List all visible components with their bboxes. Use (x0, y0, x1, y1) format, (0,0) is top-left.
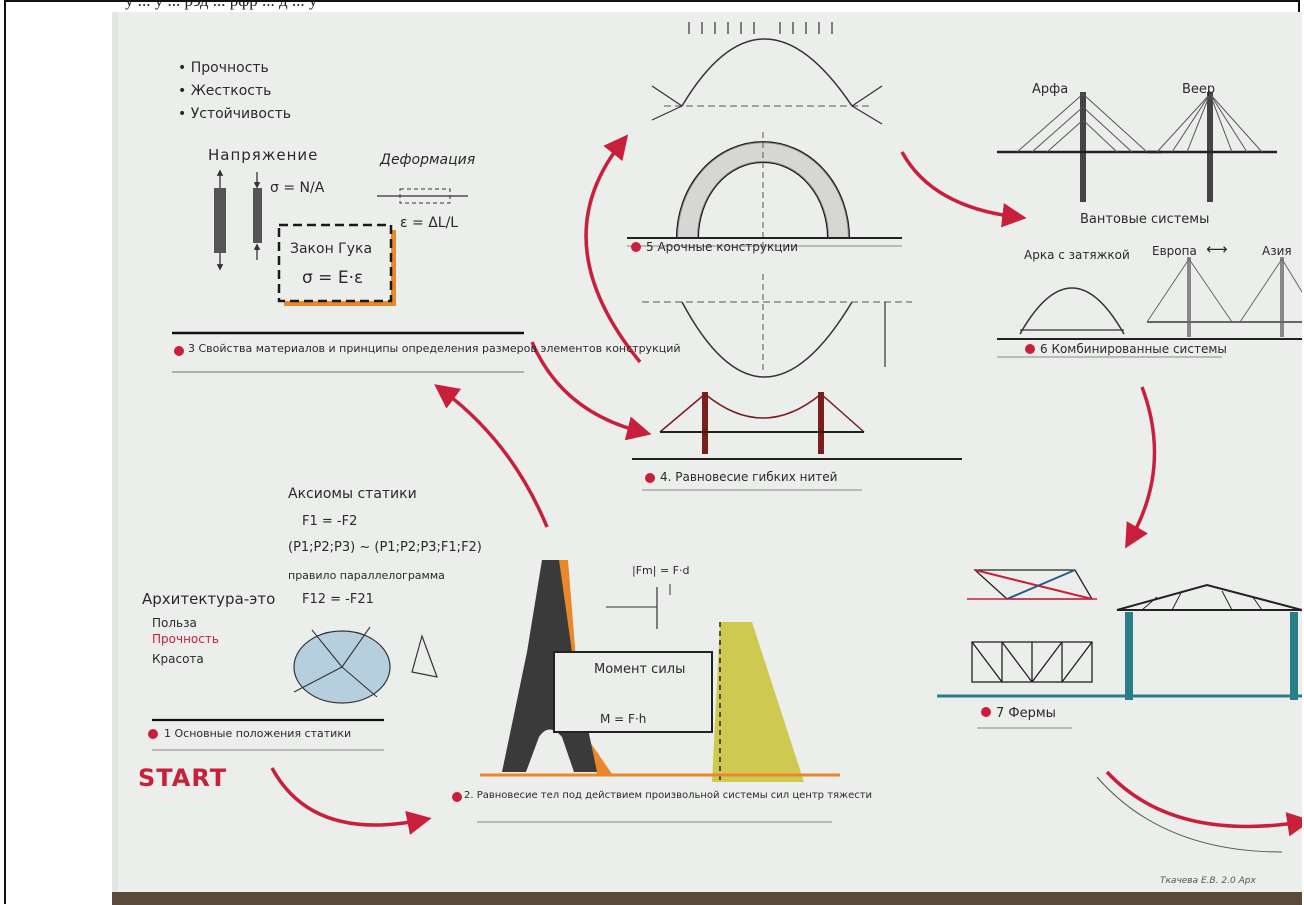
asia-label: Азия (1262, 244, 1292, 258)
section7-group (937, 569, 1302, 729)
roof-truss (1116, 583, 1302, 611)
triad-utility: Польза (152, 616, 197, 630)
arrow-2-to-3 (434, 384, 549, 528)
combined-pylon-1 (1187, 257, 1191, 337)
section7-caption: 7 Фермы (996, 706, 1056, 721)
axiom-1: F1 = -F2 (302, 514, 358, 529)
section2-caption: 2. Равновесие тел под действием произвол… (464, 790, 873, 801)
paper-sheet (118, 12, 1302, 892)
poster-photo: • Прочность • Жесткость • Устойчивость Н… (112, 12, 1302, 905)
tower-left (702, 392, 708, 454)
pin-section6 (1025, 344, 1035, 354)
moment-formula: M = F·h (600, 712, 647, 726)
bar-left-dark (214, 188, 226, 253)
moment-top-formula: |Fm| = F·d (632, 564, 690, 577)
main-cable (659, 393, 865, 433)
hanging-curve (681, 301, 853, 378)
tower-right (818, 392, 824, 454)
signature: Ткачева Е.В. 2.0 Арх (1160, 876, 1256, 886)
frame-left-column (1125, 612, 1133, 700)
section4-group (632, 392, 962, 491)
pin-section7 (981, 707, 991, 717)
hooke-formula: σ = E·ε (302, 268, 364, 288)
combined-pylon-2 (1280, 257, 1284, 337)
triad-beauty: Красота (152, 652, 204, 666)
top-cropped-text-strip: у ... у ... рэд ... рфр ... д ... у (0, 0, 1304, 12)
bullet-stability: • Устойчивость (178, 106, 292, 122)
triad-strength: Прочность (152, 632, 219, 646)
harp-label: Арфа (1032, 82, 1069, 97)
stress-formula: σ = N/A (270, 180, 325, 196)
masonry-arch-fill (677, 142, 849, 238)
cone-yellow (712, 622, 804, 782)
top-arch-curve (681, 38, 853, 107)
cropped-heading-text: у ... у ... рэд ... рфр ... д ... у (125, 0, 318, 10)
arrow-3-to-4 (530, 341, 652, 441)
cable-systems-label: Вантовые системы (1080, 212, 1210, 227)
axiom-2: (P1;P2;P3) ~ (P1;P2;P3;F1;F2) (288, 540, 482, 555)
strain-formula: ε = ΔL/L (400, 215, 459, 231)
section5-caption: 5 Арочные конструкции (646, 240, 798, 254)
fan-label: Веер (1182, 82, 1216, 97)
arrow-5-to-cable (900, 151, 1027, 228)
poster-drawing (112, 12, 1302, 905)
pin-section4 (645, 473, 655, 483)
section3-caption: 3 Свойства материалов и принципы определ… (188, 342, 681, 355)
axiom-3: правило параллелограмма (288, 569, 445, 582)
tie-arch-label: Арка с затяжкой (1024, 248, 1130, 262)
stress-title: Напряжение (208, 146, 319, 164)
pin-section1 (148, 729, 158, 739)
pin-markers (148, 242, 1035, 802)
section4-caption: 4. Равновесие гибких нитей (660, 470, 838, 484)
architecture-heading: Архитектура-это (142, 590, 276, 608)
pin-section3 (174, 346, 184, 356)
arrow-start-to-2 (270, 767, 432, 835)
arrow-7-out (1105, 770, 1302, 837)
start-label: START (138, 764, 228, 792)
europe-label: Европа (1152, 244, 1197, 258)
bar-right-dark (253, 188, 262, 243)
frame-right-column (1290, 612, 1298, 700)
tie-arch (1019, 287, 1125, 335)
flow-arrows (270, 134, 1302, 837)
moment-title: Момент силы (594, 662, 686, 677)
axiom-4: F12 = -F21 (302, 592, 374, 607)
eiffel-shadow (552, 560, 612, 774)
force-triangle (411, 634, 438, 678)
section1-caption: 1 Основные положения статики (164, 727, 352, 740)
axioms-title: Аксиомы статики (288, 486, 417, 502)
arrow-7-guide-line (1096, 776, 1283, 853)
section1-group (152, 626, 438, 751)
lower-truss (971, 641, 1093, 683)
fan-pylon (1207, 92, 1213, 202)
load-arrows (688, 22, 833, 34)
europe-asia-arrow: ⟷ (1206, 240, 1228, 258)
section5-group (627, 22, 912, 378)
bullet-strength: • Прочность (178, 60, 269, 76)
moment-panel (553, 651, 713, 733)
cable-stayed-group (997, 92, 1302, 358)
section2-group (477, 560, 840, 823)
paper-shadow-bottom (112, 892, 1302, 905)
deformation-title: Деформация (380, 152, 476, 168)
pin-section2 (452, 792, 462, 802)
section3-group (172, 169, 524, 373)
harp-pylon (1080, 92, 1086, 202)
hooke-box (277, 223, 393, 303)
section6-caption: 6 Комбинированные системы (1040, 342, 1227, 356)
bullet-rigidity: • Жесткость (178, 83, 272, 99)
pin-section5 (631, 242, 641, 252)
arrow-6-to-7 (1125, 386, 1157, 549)
hooke-title: Закон Гука (290, 241, 373, 257)
arrow-4-to-5 (584, 134, 642, 364)
